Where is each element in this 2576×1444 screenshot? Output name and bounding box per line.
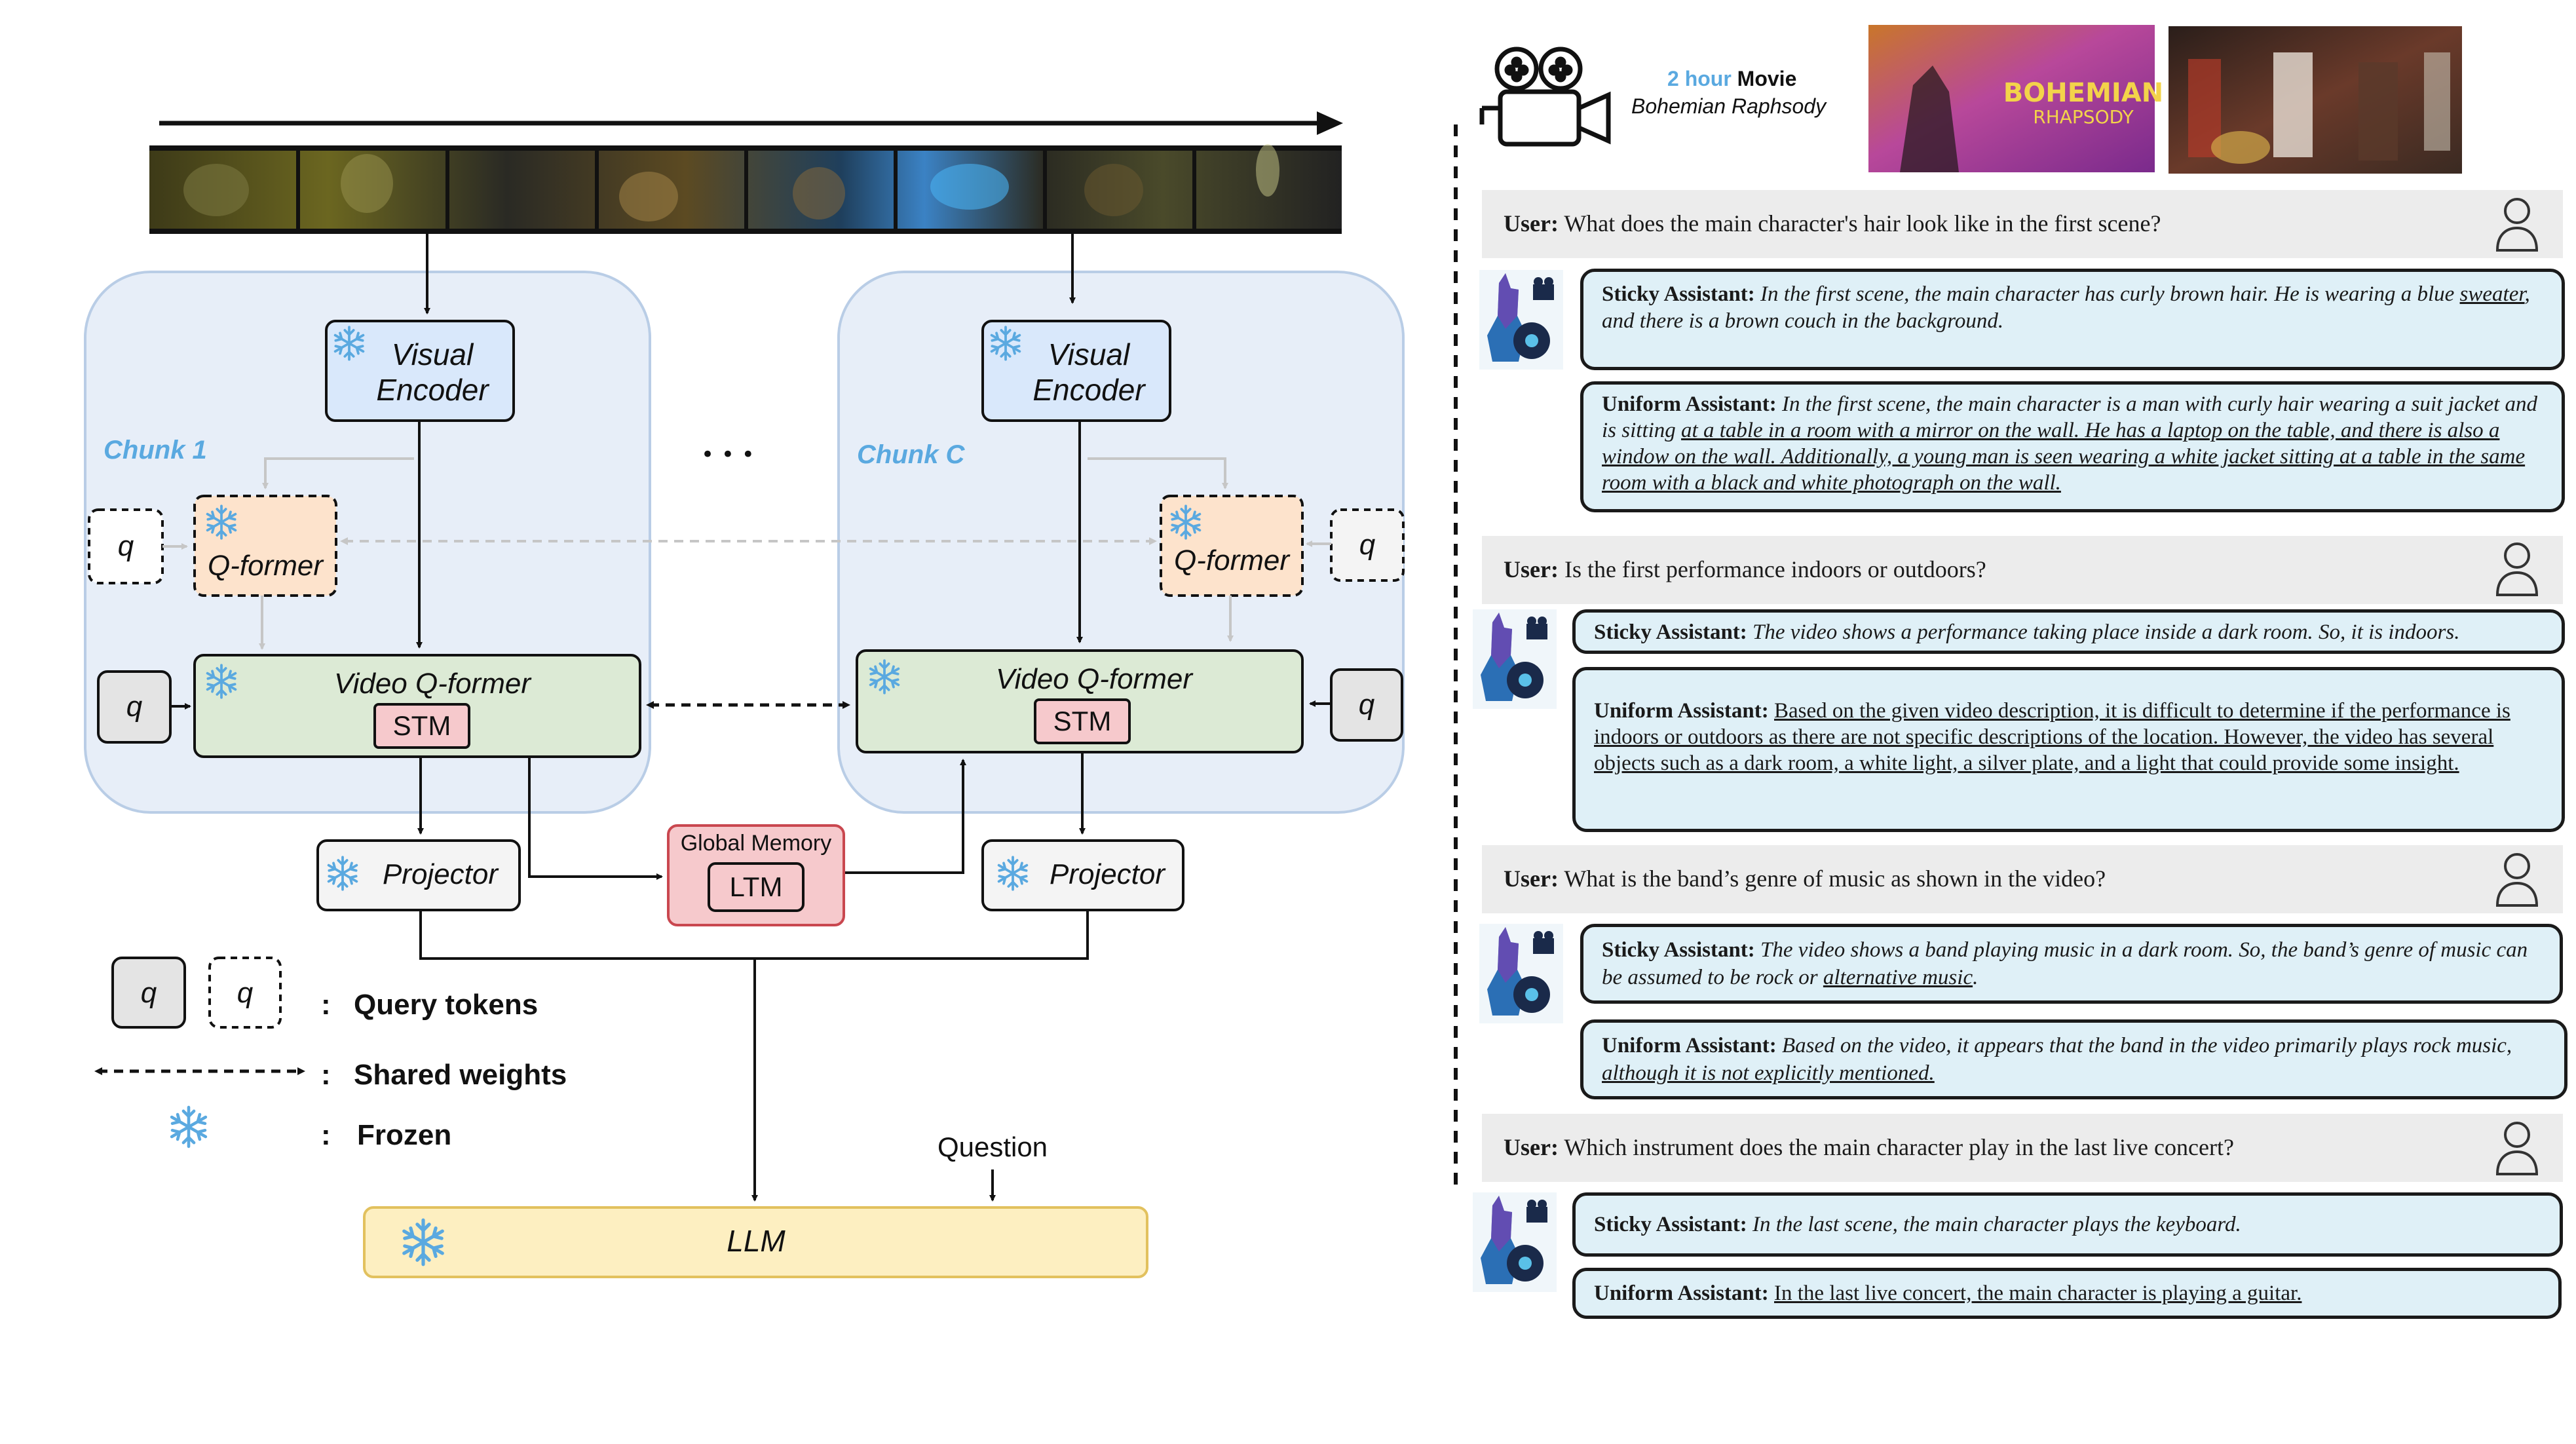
movie-title: Bohemian Raphsody [1631,94,1827,118]
chunk-1-label: Chunk 1 [104,436,207,465]
visual-encoder-chunk-c: Visual Encoder [981,320,1171,422]
projector-chunk-1: Projector [316,839,521,911]
movie-poster: BOHEMIAN RHAPSODY [1868,25,2163,172]
svg-text:Visual: Visual [392,337,474,371]
chunk-c-label: Chunk C [857,440,966,469]
svg-text:q: q [237,977,254,1009]
svg-text:Global Memory: Global Memory [681,831,832,856]
question-label: Question [938,1131,1048,1162]
svg-text:STM: STM [1053,706,1112,736]
global-memory: Global Memory LTM [667,824,845,926]
stm-box [373,703,470,749]
svg-text:BOHEMIAN: BOHEMIAN [2003,78,2163,108]
svg-text:q: q [1359,529,1376,561]
q-former-chunk-c: Q-former [1160,495,1304,597]
llm-box: LLM [363,1206,1148,1278]
svg-text:Q-former: Q-former [1174,544,1291,577]
svg-text::: : [321,1059,331,1091]
svg-text:q: q [118,530,134,562]
svg-text:Encoder: Encoder [376,373,489,407]
legend: q q : Query tokens : Shared weights : Fr… [94,957,567,1151]
band-still [2169,26,2462,174]
legend-fixed-query-token [111,957,186,1029]
projector-chunk-c: Projector [981,839,1184,911]
legend-query-tokens-label: Query tokens [354,989,538,1021]
svg-text:LTM: LTM [730,871,783,902]
stm-box [1034,698,1131,744]
svg-text:Q-former: Q-former [208,550,324,582]
svg-text:RHAPSODY: RHAPSODY [2033,106,2134,128]
query-token-fixed: q [1330,668,1403,742]
svg-text:Projector: Projector [383,858,499,890]
svg-text:Encoder: Encoder [1032,373,1146,407]
query-token-learnable: q [1330,508,1405,582]
video-q-former-chunk-1: Video Q-former STM [193,654,641,758]
legend-frozen-label: Frozen [357,1119,451,1151]
ltm-box [708,862,805,912]
query-token-learnable: q [88,508,164,584]
svg-text::: : [321,1119,331,1151]
movie-camera-icon [1479,47,1611,147]
svg-text:Video Q-former: Video Q-former [996,663,1194,695]
svg-text:LLM: LLM [727,1224,786,1258]
svg-text:q: q [126,691,143,723]
q-former-chunk-1: Q-former [193,495,337,597]
visual-encoder-chunk-1: Visual Encoder [325,320,515,422]
svg-text:q: q [141,977,157,1009]
svg-text:STM: STM [393,710,451,741]
svg-text::: : [321,989,331,1021]
movie-duration: 2 hour Movie [1667,67,1796,90]
svg-text:Projector: Projector [1050,858,1166,890]
chunk-ellipsis: • • • [701,442,755,468]
svg-text:Visual: Visual [1048,337,1131,371]
svg-text:q: q [1359,689,1375,721]
legend-shared-weights-label: Shared weights [354,1059,567,1091]
query-token-fixed: q [97,670,172,744]
video-frames-strip [149,144,1342,234]
video-q-former-chunk-c: Video Q-former STM [856,649,1304,753]
legend-snowflake-icon [172,1107,206,1147]
legend-learnable-query-token [208,957,282,1029]
svg-text:Video Q-former: Video Q-former [334,668,532,700]
